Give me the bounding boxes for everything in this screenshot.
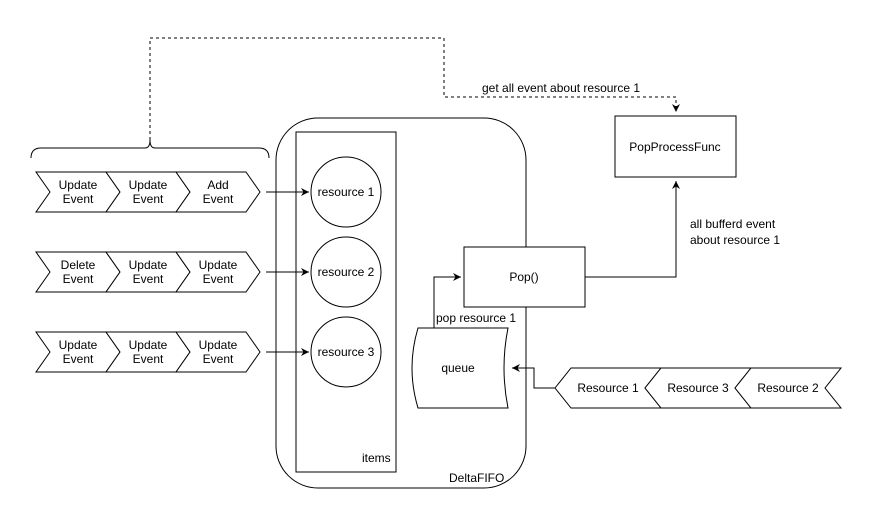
incoming-resource-label: Resource 3	[667, 381, 729, 395]
event-label: Event	[203, 192, 234, 206]
event-label: Event	[63, 352, 94, 366]
event-label: Event	[133, 192, 164, 206]
event-label: Add	[207, 178, 228, 192]
deltafifo-label: DeltaFIFO	[449, 471, 504, 485]
buffered-label: about resource 1	[690, 233, 780, 247]
pop-label: Pop()	[509, 270, 538, 284]
incoming-resources: Resource 1 Resource 3 Resource 2	[554, 367, 843, 409]
pop-box	[463, 246, 586, 308]
queue-label: queue	[441, 361, 475, 375]
event-label: Event	[63, 192, 94, 206]
queue-to-pop-arrow	[433, 273, 461, 328]
event-label: Update	[199, 258, 238, 272]
event-label: Event	[133, 352, 164, 366]
pop-resource-label: pop resource 1	[436, 311, 516, 325]
event-label: Update	[59, 338, 98, 352]
items-label: items	[362, 451, 391, 465]
resource-label: resource 3	[318, 345, 375, 359]
event-label: Update	[199, 338, 238, 352]
event-label: Update	[59, 178, 98, 192]
resource-label: resource 1	[318, 185, 375, 199]
event-rows: UpdateEventUpdateEventAddEventDeleteEven…	[35, 171, 261, 373]
get-all-event-connector	[149, 37, 680, 140]
event-label: Delete	[61, 258, 96, 272]
event-label: Update	[129, 338, 168, 352]
resource-node: resource 1	[310, 156, 382, 228]
event-label: Event	[63, 272, 94, 286]
event-label: Event	[203, 272, 234, 286]
get-all-event-label: get all event about resource 1	[482, 81, 640, 95]
event-label: Update	[129, 258, 168, 272]
pop-process-func-box	[614, 115, 737, 178]
incoming-resource-label: Resource 2	[757, 381, 819, 395]
event-label: Update	[129, 178, 168, 192]
resource-label: resource 2	[318, 265, 375, 279]
event-label: Event	[203, 352, 234, 366]
queue-shape	[411, 327, 509, 409]
event-label: Event	[133, 272, 164, 286]
incoming-resource-label: Resource 1	[577, 381, 639, 395]
pop-process-func-label: PopProcessFunc	[629, 140, 720, 154]
event-rows-brace	[30, 139, 270, 159]
incoming-resource-chevron: Resource 2	[734, 367, 843, 409]
incoming-to-queue-arrow	[512, 364, 555, 389]
buffered-label: all bufferd event	[690, 217, 776, 231]
resource-node: resource 3	[310, 316, 382, 388]
pop-to-process-arrow	[585, 181, 680, 278]
resource-node: resource 2	[310, 236, 382, 308]
